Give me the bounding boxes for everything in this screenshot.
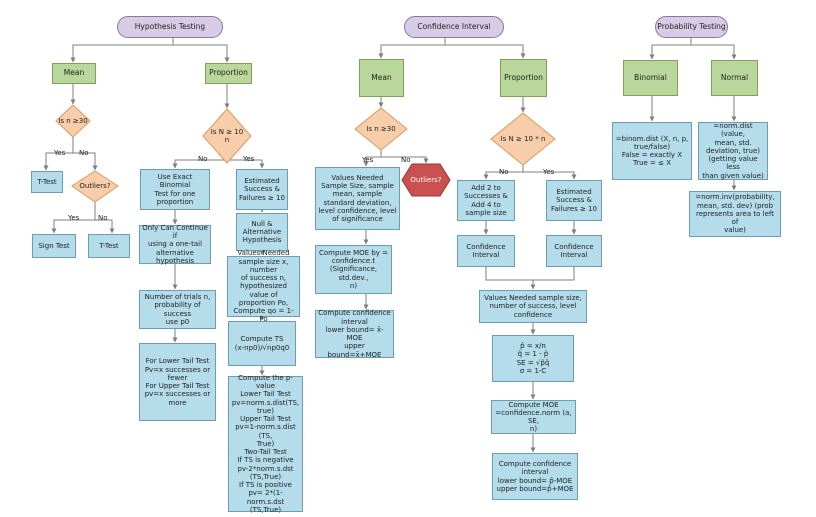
binomial-box: Binomial (623, 60, 678, 96)
null-alternative-box: Null & Alternative Hypothesis (236, 213, 288, 251)
yes-label: Yes (68, 214, 80, 222)
ttest-left-box: T-Test (31, 171, 63, 193)
ci-mean-box: Compute confidence interval lower bound=… (315, 309, 394, 359)
decision-is-n-30-confidence (354, 107, 408, 151)
compute-ts-box: Compute TS (x-np0)/√np0q0 (228, 321, 296, 366)
hypothesis-proportion-box: Proportion (205, 63, 252, 84)
values-needed-proportion-box: Values Needed sample size, number of suc… (479, 290, 587, 323)
hypothesis-mean-box: Mean (52, 63, 96, 84)
sign-test-box: Sign Test (32, 234, 76, 258)
exact-binomial-box: Use Exact Binomial Test for one proporti… (140, 169, 210, 210)
ci-proportion-box: Compute confidence interval lower bound=… (492, 453, 578, 500)
yes-label: Yes (243, 155, 255, 163)
no-label: No (98, 214, 108, 222)
yes-label: Yes (362, 156, 374, 164)
probability-testing-title: Probability Testing (655, 16, 728, 38)
decision-outliers-hypothesis-label: Outliers? (79, 181, 111, 190)
values-needed-box: Values Needed sample size x, number of s… (227, 249, 300, 323)
formulas-box: p̂ = x/n q̂ = 1 - p̂ SE = √p̂q̂ σ = 1-C (492, 335, 574, 382)
no-label: No (401, 156, 411, 164)
confidence-interval-left-box: Confidence Interval (457, 235, 515, 267)
decision-is-n-10n-label: Is N ≥ 10 * n (500, 134, 546, 143)
decision-is-n-30-confidence-label: Is n ≥30 (366, 124, 396, 133)
confidence-interval-title: Confidence Interval (404, 16, 504, 38)
estimated-success-ci-box: Estimated Success & Failures ≥ 10 (546, 180, 602, 221)
add-2-box: Add 2 to Successes & Add 4 to sample siz… (457, 180, 515, 221)
one-tail-box: Only Can Continue if using a one-tail al… (139, 224, 211, 265)
hypothesis-testing-title: Hypothesis Testing (117, 16, 223, 38)
outliers-hexagon-label: Outliers? (410, 175, 442, 184)
no-label: No (499, 168, 509, 176)
compute-p-value-box: Compute the p-value Lower Tail Test pv=n… (228, 374, 303, 514)
yes-label: Yes (543, 168, 555, 176)
norm-inv-box: =norm.inv(probability, mean, std. dev) (… (689, 191, 781, 237)
norm-dist-box: =norm.dist (value, mean, std. deviation,… (698, 122, 768, 180)
decision-is-n-10-hypothesis-label: Is N ≥ 10 n (210, 127, 244, 144)
number-of-trials-box: Number of trials n, probability of succe… (139, 290, 216, 329)
compute-moe-norm-box: Compute MOE =confidence.norm (a, SE, n) (491, 400, 576, 434)
yes-label: Yes (54, 149, 66, 157)
decision-is-n-30-hypothesis (55, 104, 91, 138)
values-needed-mean-box: Values Needed Sample Size, sample mean, … (315, 167, 400, 230)
confidence-proportion-box: Proportion (500, 59, 547, 97)
no-label: No (79, 149, 89, 157)
lower-upper-tail-box: For Lower Tail Test Pv=x successes or fe… (139, 343, 216, 421)
decision-is-n-10-hypothesis (202, 108, 252, 164)
normal-box: Normal (711, 60, 758, 96)
outliers-hexagon (401, 163, 451, 197)
ttest-right-box: T-Test (88, 234, 130, 258)
confidence-interval-right-box: Confidence Interval (546, 235, 602, 267)
no-label: No (198, 155, 208, 163)
confidence-mean-box: Mean (359, 59, 404, 97)
decision-is-n-10n-confidence (490, 112, 556, 166)
decision-is-n-30-hypothesis-label: Is n ≥30 (58, 116, 88, 125)
decision-outliers-hypothesis (71, 170, 119, 203)
binom-dist-box: =binom.dist (X, n, p, true/false) False … (612, 122, 692, 180)
compute-moe-t-box: Compute MOE by = confidence.t (Significa… (315, 245, 392, 294)
estimated-success-box: Estimated Success & Failures ≥ 10 (236, 169, 288, 210)
